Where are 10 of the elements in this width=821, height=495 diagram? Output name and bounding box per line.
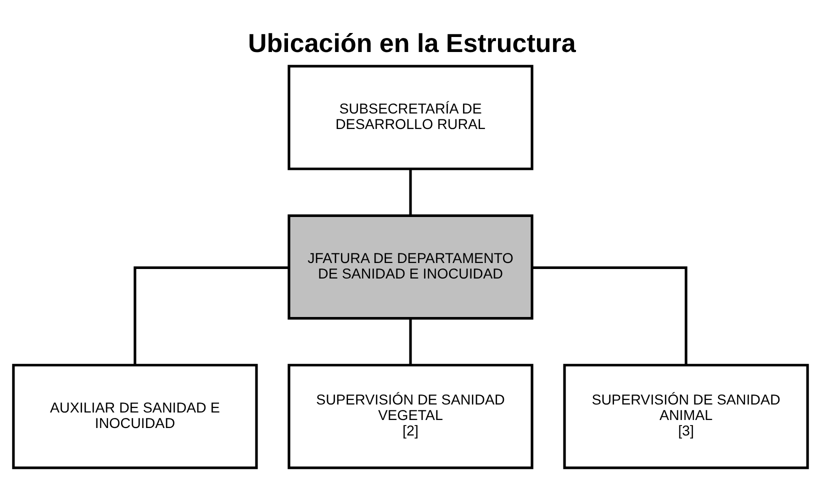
connector bbox=[409, 168, 412, 216]
connector bbox=[532, 266, 688, 365]
connector bbox=[409, 318, 412, 365]
connector bbox=[134, 266, 289, 365]
node-box: SUBSECRETARÍA DE DESARROLLO RURAL bbox=[288, 64, 534, 170]
node-box: SUPERVISIÓN DE SANIDAD VEGETAL [2] bbox=[288, 364, 534, 470]
node-box: AUXILIAR DE SANIDAD E INOCUIDAD bbox=[12, 364, 258, 470]
node-box: JFATURA DE DEPARTAMENTO DE SANIDAD E INOCUIDAD bbox=[288, 214, 534, 320]
diagram-title: Ubicación en la Estructura bbox=[248, 28, 576, 58]
node-box: SUPERVISIÓN DE SANIDAD ANIMAL [3] bbox=[563, 364, 809, 470]
